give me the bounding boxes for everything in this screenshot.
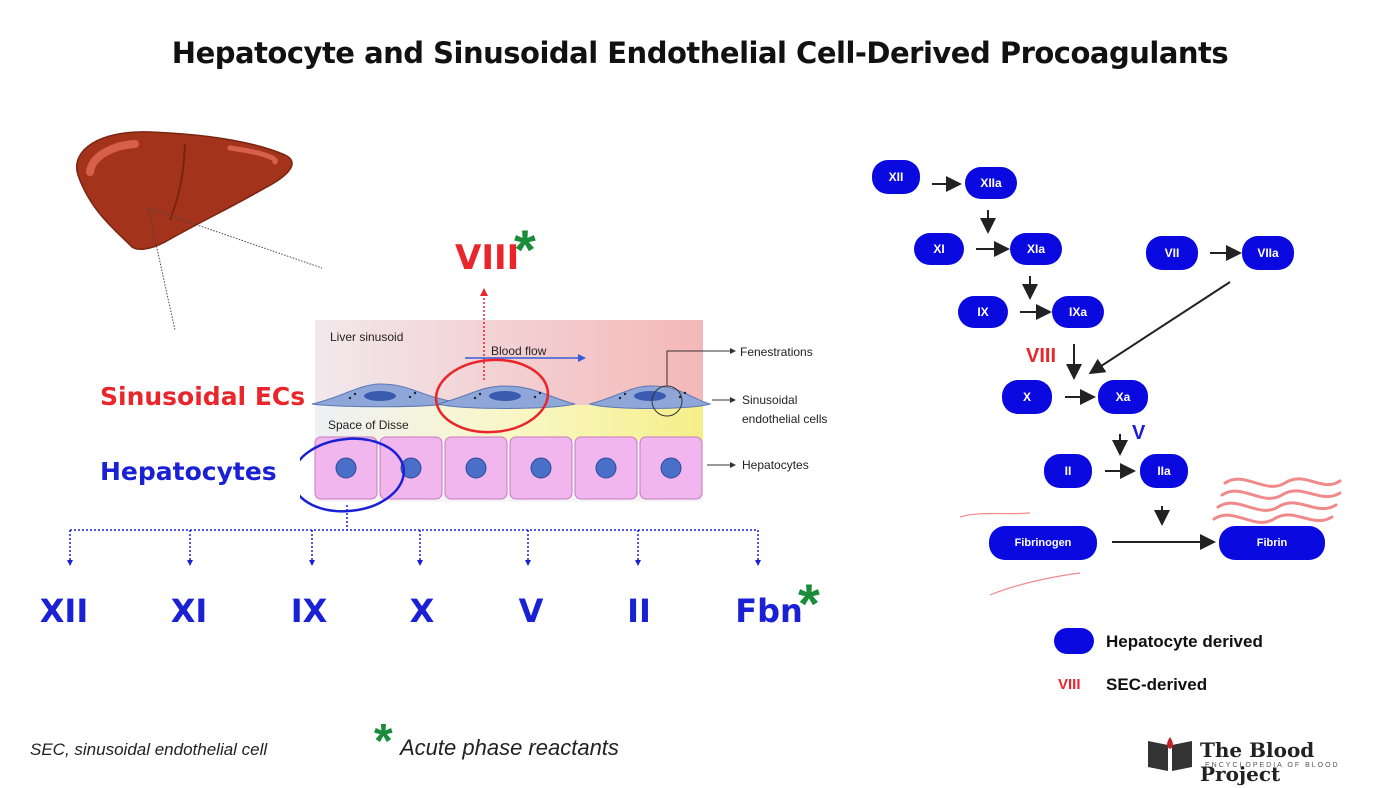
blood-flow-label: Blood flow bbox=[491, 344, 547, 358]
cofactor-v: V bbox=[1132, 422, 1146, 444]
node-iia: IIa bbox=[1140, 454, 1188, 488]
fibrin-strands-icon bbox=[959, 477, 1342, 596]
factor-ii: II bbox=[627, 592, 651, 630]
node-xia: XIa bbox=[1010, 233, 1062, 265]
viii-label: VIII bbox=[455, 238, 520, 278]
legend-sec-marker: VIII bbox=[1058, 676, 1081, 693]
viii-asterisk: * bbox=[514, 218, 536, 281]
node-ii: II bbox=[1044, 454, 1092, 488]
liver-icon bbox=[75, 131, 323, 331]
node-viia: VIIa bbox=[1242, 236, 1294, 270]
hepatocyte-highlight-circle bbox=[300, 437, 406, 513]
sec-label-line2: endothelial cells bbox=[742, 412, 828, 426]
footnote-acute-phase: Acute phase reactants bbox=[400, 735, 619, 760]
logo-tagline: ENCYCLOPEDIA OF BLOOD bbox=[1205, 762, 1340, 769]
logo-name: The Blood Project bbox=[1200, 738, 1315, 786]
factor-v: V bbox=[518, 592, 544, 630]
factor-ix: IX bbox=[290, 592, 328, 630]
cascade-arrows bbox=[932, 176, 1242, 550]
sinusoidal-ecs-label: Sinusoidal ECs bbox=[100, 382, 306, 411]
cofactor-viii: VIII bbox=[1026, 345, 1057, 367]
hepatocytes-diagram-label: Hepatocytes bbox=[742, 458, 809, 472]
fbn-asterisk: * bbox=[798, 572, 820, 635]
factor-xi: XI bbox=[170, 592, 208, 630]
sec-label-line1: Sinusoidal bbox=[742, 393, 798, 407]
legend-sec-derived: SEC-derived bbox=[1106, 675, 1208, 694]
page-title: Hepatocyte and Sinusoidal Endothelial Ce… bbox=[171, 36, 1229, 70]
factor-x: X bbox=[409, 592, 435, 630]
footnote-asterisk: * bbox=[374, 715, 393, 768]
factor-distribution-lines bbox=[67, 505, 761, 566]
node-x: X bbox=[1002, 380, 1052, 414]
node-ix: IX bbox=[958, 296, 1008, 328]
node-xa: Xa bbox=[1098, 380, 1148, 414]
hepatocyte-cells bbox=[314, 436, 703, 500]
space-of-disse-label: Space of Disse bbox=[328, 418, 409, 432]
fenestrations-label: Fenestrations bbox=[740, 345, 813, 359]
endothelial-cells bbox=[311, 383, 712, 409]
legend-hepatocyte-derived: Hepatocyte derived bbox=[1106, 632, 1263, 651]
sec-highlight-circle bbox=[434, 358, 550, 434]
node-vii: VII bbox=[1146, 236, 1198, 270]
node-xiia: XIIa bbox=[965, 167, 1017, 199]
sinusoid-diagram bbox=[300, 288, 736, 513]
node-fibrinogen: Fibrinogen bbox=[989, 526, 1097, 560]
liver-sinusoid-label: Liver sinusoid bbox=[330, 330, 404, 344]
blood-project-book-icon bbox=[1148, 737, 1192, 771]
space-of-disse bbox=[315, 405, 703, 440]
node-xi: XI bbox=[914, 233, 964, 265]
factor-xii: XII bbox=[39, 592, 89, 630]
node-xii: XII bbox=[872, 160, 920, 194]
node-fibrin: Fibrin bbox=[1219, 526, 1325, 560]
legend-hepatocyte-swatch bbox=[1054, 628, 1094, 654]
footnote-abbreviation: SEC, sinusoidal endothelial cell bbox=[30, 740, 268, 759]
factor-fbn: Fbn bbox=[735, 592, 803, 630]
hepatocytes-label: Hepatocytes bbox=[100, 457, 277, 486]
node-ixa: IXa bbox=[1052, 296, 1104, 328]
